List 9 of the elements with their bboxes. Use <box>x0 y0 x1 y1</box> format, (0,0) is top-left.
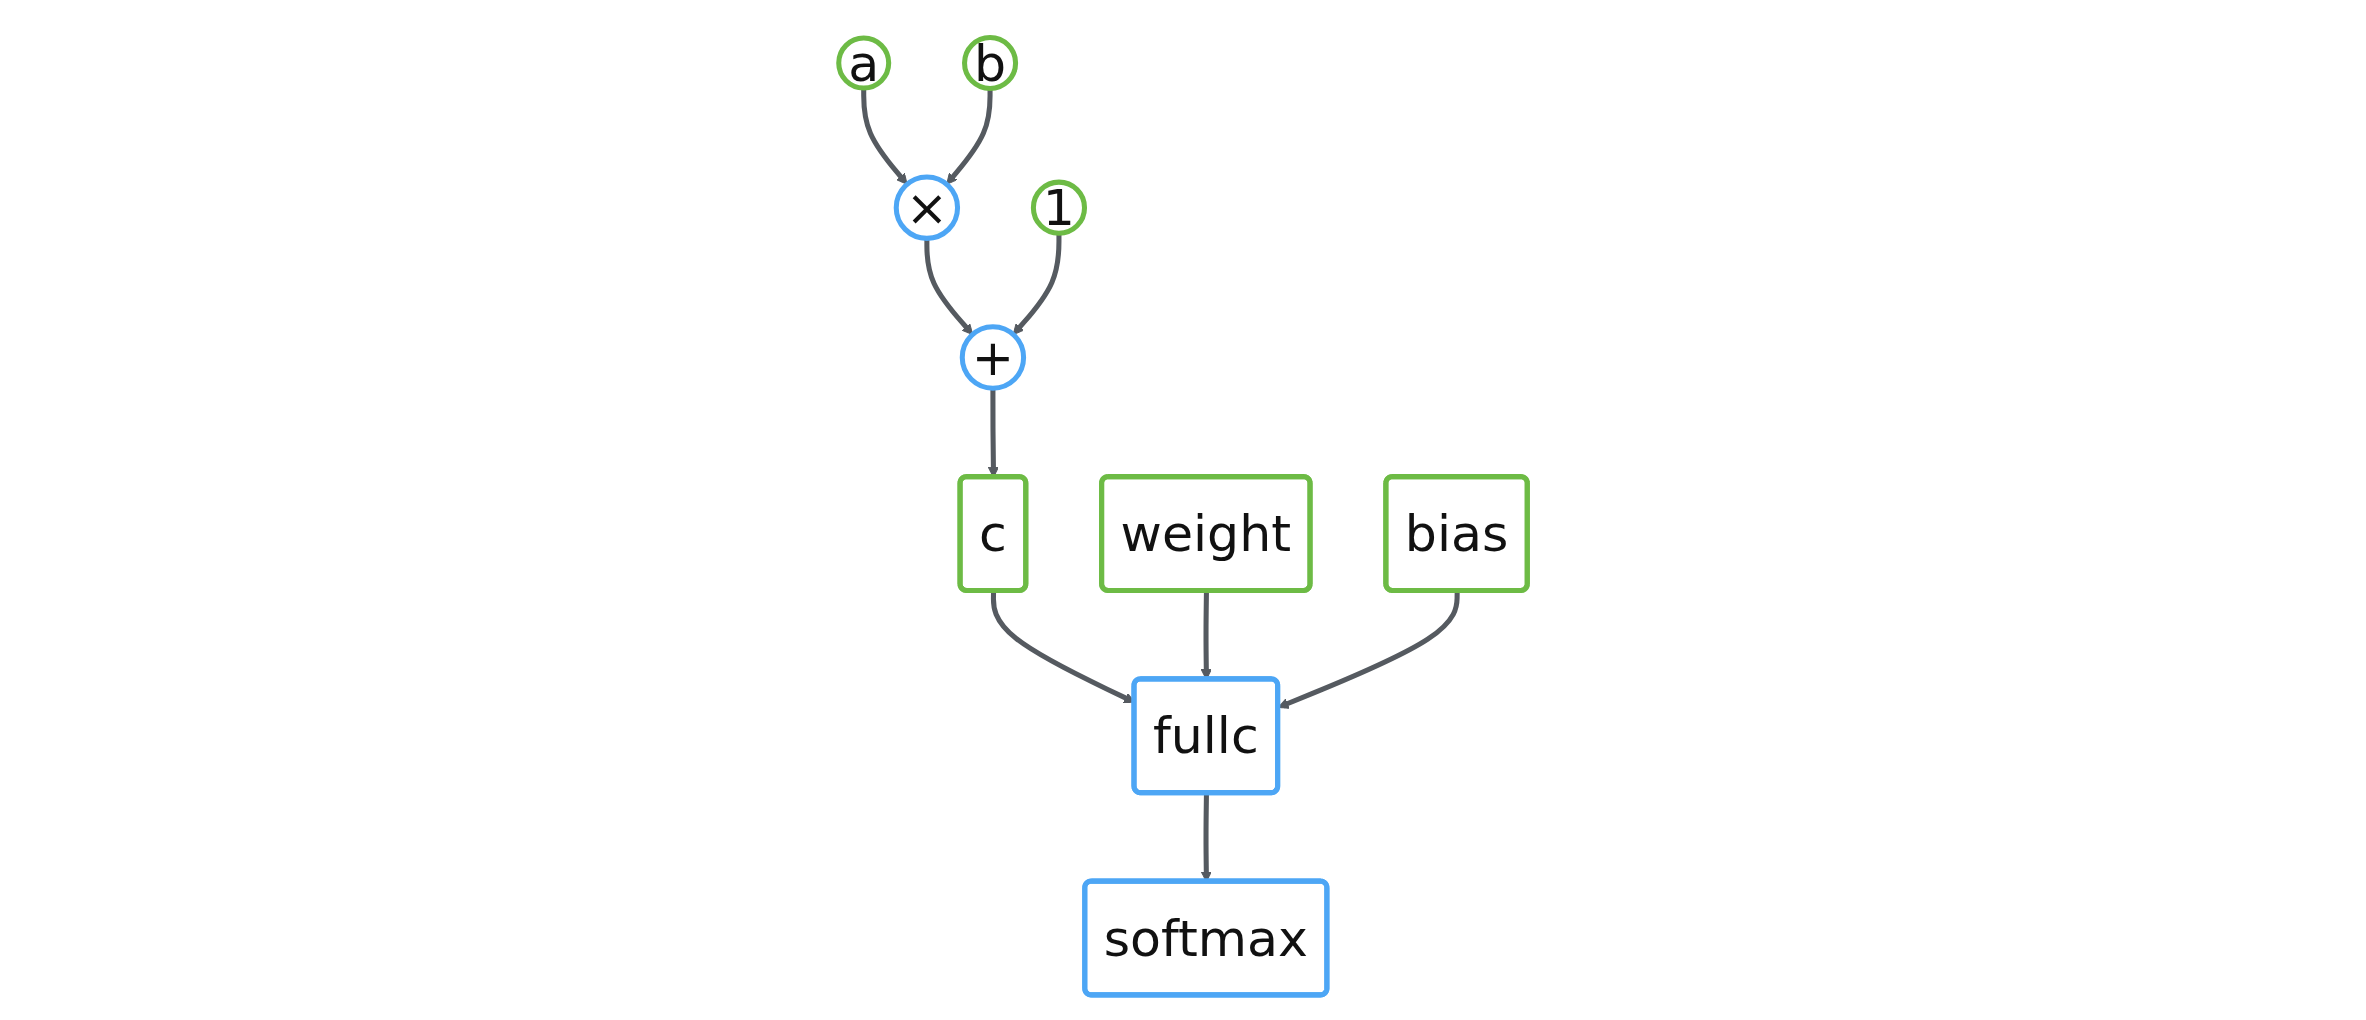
arrow <box>861 88 908 185</box>
node-circle: 1 <box>1030 179 1088 236</box>
arrow <box>924 238 974 335</box>
arrow <box>1012 233 1062 335</box>
node-circle: + <box>959 324 1027 391</box>
node-circle: b <box>962 35 1019 92</box>
arrow <box>946 88 993 185</box>
node-circle: a <box>836 35 892 91</box>
node-circle: × <box>893 174 961 241</box>
